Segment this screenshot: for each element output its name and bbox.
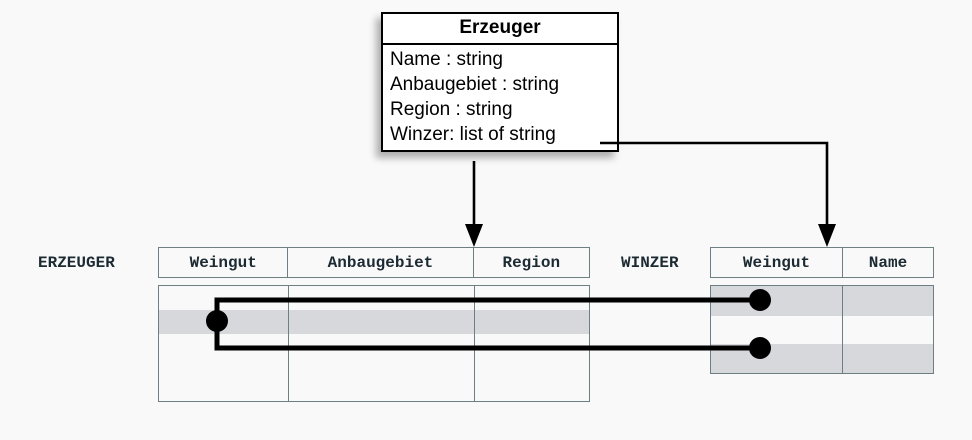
uml-class-name: Erzeuger	[383, 14, 617, 45]
uml-attribute-winzer: Winzer: list of string	[390, 123, 556, 145]
table-label-erzeuger: ERZEUGER	[38, 254, 115, 272]
table-row	[159, 334, 589, 358]
table-cell	[289, 358, 475, 401]
arrow-to-erzeuger-table	[465, 161, 483, 247]
table-cell	[843, 286, 933, 316]
column-header-anbaugebiet: Anbaugebiet	[288, 248, 474, 277]
column-header-region: Region	[502, 253, 561, 272]
arrow-to-winzer-table	[600, 141, 836, 247]
table-cell	[711, 286, 843, 316]
table-cell	[475, 358, 589, 401]
table-cell	[843, 344, 933, 373]
table-row	[711, 286, 933, 316]
table-cell	[159, 310, 289, 334]
table-cell	[475, 310, 589, 334]
table-cell	[289, 310, 475, 334]
table-cell	[289, 334, 475, 358]
table-cell	[159, 286, 289, 310]
uml-attribute: Anbaugebiet : string	[390, 73, 560, 95]
table-cell	[475, 286, 589, 310]
table-cell	[159, 358, 289, 401]
table-body-winzer	[710, 285, 934, 374]
table-label-winzer: WINZER	[621, 254, 679, 272]
column-header-name: Name	[868, 253, 908, 272]
table-row	[711, 344, 933, 373]
uml-attribute: Region : string	[390, 98, 513, 120]
table-row	[711, 316, 933, 344]
table-cell	[159, 334, 289, 358]
table-cell	[475, 334, 589, 358]
table-body-erzeuger	[158, 285, 590, 402]
table-header-winzer: Weingut Name	[710, 247, 934, 278]
table-row	[159, 286, 589, 310]
uml-attribute: Name : string	[390, 48, 503, 70]
table-cell	[711, 344, 843, 373]
table-cell	[711, 316, 843, 344]
table-row	[159, 358, 589, 401]
table-row	[159, 310, 589, 334]
table-cell	[843, 316, 933, 344]
column-header-weingut: Weingut	[159, 248, 289, 277]
uml-attribute-list: Name : string Anbaugebiet : string Regio…	[383, 45, 617, 150]
table-header-erzeuger: Weingut Anbaugebiet Region	[158, 247, 590, 278]
uml-class-box: Erzeuger Name : string Anbaugebiet : str…	[381, 12, 619, 152]
table-cell	[289, 286, 475, 310]
column-header-weingut: Weingut	[711, 248, 843, 277]
